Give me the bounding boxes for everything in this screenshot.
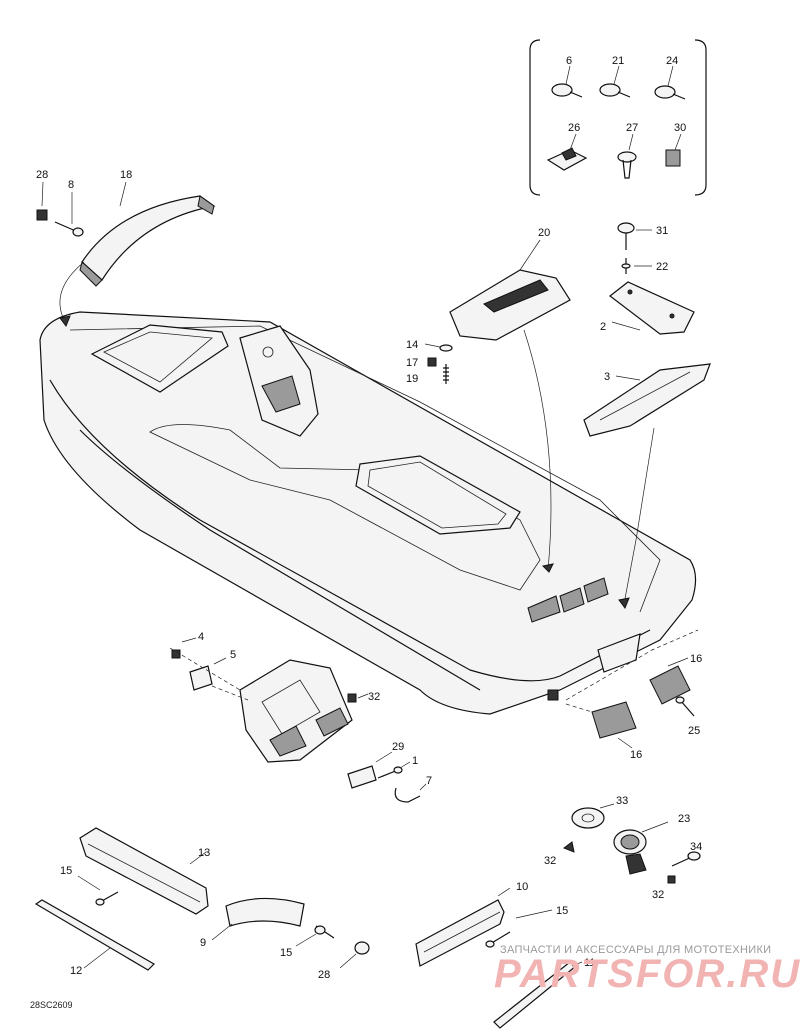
- label-14: 14: [406, 339, 418, 351]
- washer-32-right: [667, 875, 676, 884]
- plate-29: [347, 751, 393, 789]
- label-26: 26: [568, 122, 580, 134]
- rail-10: [415, 887, 511, 967]
- screw-22: [621, 258, 652, 274]
- label-16-lower: 16: [630, 749, 642, 761]
- label-8: 8: [68, 179, 74, 191]
- label-9: 9: [200, 937, 206, 949]
- screw-15-right: [485, 909, 553, 948]
- nut-4: [171, 637, 197, 659]
- label-15-right: 15: [556, 905, 568, 917]
- screw-15-left: [77, 875, 119, 906]
- nut-28-upper: [36, 181, 48, 221]
- screw-25: [675, 696, 695, 717]
- screw-27: [617, 133, 637, 179]
- rail-13: [79, 827, 209, 915]
- label-32-mid: 32: [368, 691, 380, 703]
- plate-5: [189, 657, 227, 691]
- handle-cover-18: [79, 181, 216, 287]
- screw-8: [54, 192, 84, 237]
- label-5: 5: [230, 649, 236, 661]
- label-15-left: 15: [60, 865, 72, 877]
- screw-34: [671, 851, 701, 867]
- pad-16-right: [649, 657, 691, 705]
- label-29: 29: [392, 741, 404, 753]
- label-28-lower: 28: [318, 969, 330, 981]
- nut-28-lower: [339, 941, 370, 969]
- label-22: 22: [656, 261, 668, 273]
- bolt-19: [443, 364, 449, 384]
- label-17: 17: [406, 357, 418, 369]
- assembly-leaders: [59, 261, 249, 701]
- washer-32-mid: [347, 693, 369, 703]
- label-13: 13: [198, 847, 210, 859]
- grab-handle-20: [449, 239, 571, 573]
- label-7: 7: [426, 775, 432, 787]
- bolt-1: [377, 761, 411, 779]
- callout-labels: 6 21 24 26 27 30 28 8 18 20 31 22 2 14 1…: [36, 55, 702, 981]
- watermark-brand: PARTSFOR.RU: [494, 952, 800, 996]
- label-25: 25: [688, 725, 700, 737]
- label-23: 23: [678, 813, 690, 825]
- hose-clip-24: [654, 65, 686, 100]
- clip-26: [546, 133, 588, 171]
- dashed-leaders-rear: [565, 629, 699, 713]
- label-31: 31: [656, 225, 668, 237]
- label-18: 18: [120, 169, 132, 181]
- label-30: 30: [674, 122, 686, 134]
- nut-30: [665, 133, 682, 167]
- label-20: 20: [538, 227, 550, 239]
- washer-32-left: [562, 841, 575, 853]
- hose-clip-21: [599, 65, 631, 98]
- plate-2: [609, 281, 695, 335]
- rivet-31: [617, 222, 652, 250]
- drain-plug-23: [613, 821, 669, 875]
- label-27: 27: [626, 122, 638, 134]
- bumper-9: [211, 897, 305, 941]
- label-28-upper: 28: [36, 169, 48, 181]
- label-24: 24: [666, 55, 678, 67]
- intake-grate: [239, 659, 353, 763]
- label-16-right: 16: [690, 653, 702, 665]
- strip-11: [493, 961, 583, 1029]
- label-12: 12: [70, 965, 82, 977]
- label-32-left: 32: [544, 855, 556, 867]
- hull-body: [39, 311, 697, 715]
- pad-16-lower: [591, 701, 637, 749]
- label-10: 10: [516, 881, 528, 893]
- label-32-right: 32: [652, 889, 664, 901]
- label-33: 33: [616, 795, 628, 807]
- label-19: 19: [406, 373, 418, 385]
- watermark-subtitle: ЗАПЧАСТИ И АКСЕССУАРЫ ДЛЯ МОТОТЕХНИКИ: [500, 944, 772, 956]
- label-15-mid: 15: [280, 947, 292, 959]
- diagram-reference-code: 28SC2609: [30, 1000, 73, 1010]
- strip-12: [34, 899, 155, 971]
- hose-clip-6: [551, 65, 583, 98]
- washer-14: [424, 343, 453, 352]
- label-4: 4: [198, 631, 204, 643]
- label-11: 11: [584, 957, 595, 969]
- label-34: 34: [690, 841, 702, 853]
- label-6: 6: [566, 55, 572, 67]
- gasket-33: [571, 803, 615, 829]
- hardware-inset-bracket: [529, 39, 707, 196]
- nut-17: [427, 357, 437, 367]
- label-2: 2: [600, 321, 606, 333]
- screw-15-mid: [295, 925, 335, 947]
- plate-3: [583, 363, 711, 610]
- u-clip-7: [394, 783, 427, 803]
- label-3: 3: [604, 371, 610, 383]
- label-21: 21: [612, 55, 624, 67]
- label-1: 1: [412, 755, 418, 767]
